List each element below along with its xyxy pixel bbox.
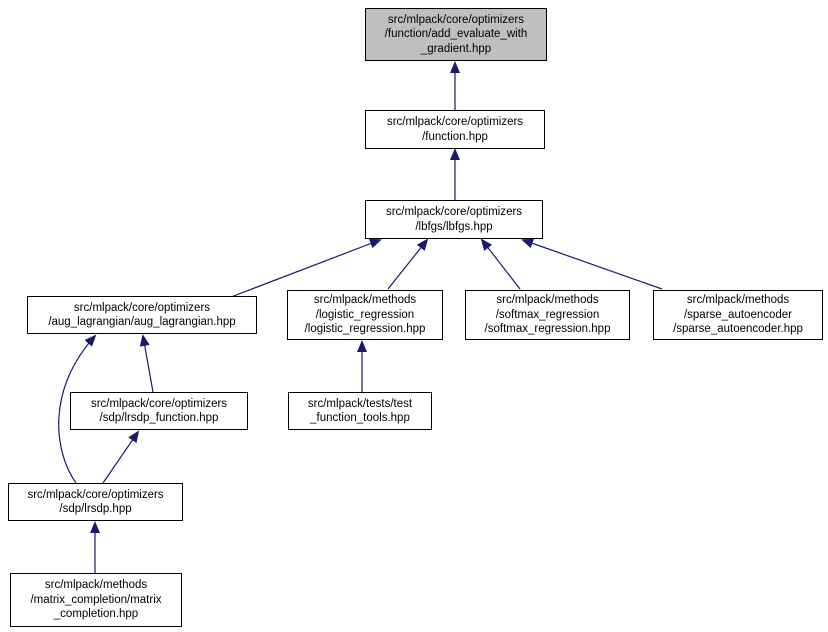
node-label: src/mlpack/methods /softmax_regression /… (484, 294, 611, 336)
edge-lrsdp-to-lrsdp-function (102, 430, 140, 484)
node-label: src/mlpack/core/optimizers /function.hpp (386, 116, 524, 143)
node-label: src/mlpack/methods /logistic_regression … (304, 294, 426, 336)
edge-softmax-regression-to-lbfgs (480, 238, 521, 290)
node-label: src/mlpack/tests/test _function_tools.hp… (307, 397, 413, 425)
node-label: src/mlpack/core/optimizers /function/add… (384, 13, 528, 55)
edge-aug-lagrangian-to-lbfgs (230, 238, 382, 298)
edge-logistic-regression-to-lbfgs (387, 238, 429, 290)
node-aug-lagrangian[interactable]: src/mlpack/core/optimizers /aug_lagrangi… (27, 296, 257, 334)
node-label: src/mlpack/core/optimizers /lbfgs/lbfgs.… (385, 206, 523, 233)
node-sparse-autoencoder[interactable]: src/mlpack/methods /sparse_autoencoder /… (653, 290, 823, 340)
node-logistic-regression[interactable]: src/mlpack/methods /logistic_regression … (287, 290, 443, 340)
node-label: src/mlpack/methods /matrix_completion/ma… (30, 579, 162, 621)
node-label: src/mlpack/core/optimizers /sdp/lrsdp.hp… (27, 488, 164, 516)
node-label: src/mlpack/core/optimizers /sdp/lrsdp_fu… (90, 397, 228, 425)
node-label: src/mlpack/methods /sparse_autoencoder /… (673, 294, 803, 336)
edge-sparse-autoencoder-to-lbfgs (521, 238, 663, 290)
node-softmax-regression[interactable]: src/mlpack/methods /softmax_regression /… (465, 290, 630, 340)
node-add-evaluate-with-gradient: src/mlpack/core/optimizers /function/add… (365, 8, 547, 61)
node-function[interactable]: src/mlpack/core/optimizers /function.hpp (365, 110, 545, 149)
edge-lrsdp-to-aug-lagrangian (58, 334, 97, 484)
node-lrsdp[interactable]: src/mlpack/core/optimizers /sdp/lrsdp.hp… (8, 483, 183, 521)
node-test-function-tools[interactable]: src/mlpack/tests/test _function_tools.hp… (288, 392, 432, 430)
node-label: src/mlpack/core/optimizers /aug_lagrangi… (48, 301, 236, 329)
node-matrix-completion[interactable]: src/mlpack/methods /matrix_completion/ma… (10, 573, 182, 627)
node-lbfgs[interactable]: src/mlpack/core/optimizers /lbfgs/lbfgs.… (365, 200, 543, 239)
node-lrsdp-function[interactable]: src/mlpack/core/optimizers /sdp/lrsdp_fu… (70, 392, 248, 430)
edge-lrsdp-function-to-aug-lagrangian (139, 334, 154, 393)
